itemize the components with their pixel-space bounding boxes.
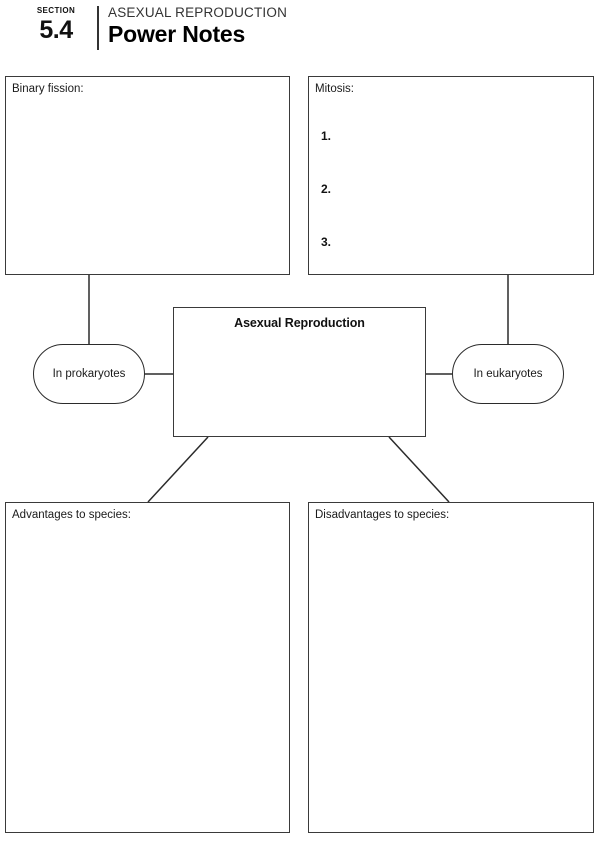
eukaryotes-oval[interactable]: In eukaryotes [452, 344, 564, 404]
binary-fission-box[interactable]: Binary fission: [5, 76, 290, 275]
center-box-title: Asexual Reproduction [234, 316, 365, 330]
connector-center-to-disadvantages [388, 436, 450, 503]
prokaryotes-label: In prokaryotes [52, 368, 126, 380]
mitosis-item-2: 2. [321, 182, 332, 196]
chapter-kicker: ASEXUAL REPRODUCTION [108, 5, 288, 20]
mitosis-label: Mitosis: [315, 83, 354, 95]
asexual-reproduction-center-box[interactable]: Asexual Reproduction [173, 307, 426, 437]
title-block: ASEXUAL REPRODUCTION Power Notes [108, 5, 287, 48]
prokaryotes-oval[interactable]: In prokaryotes [33, 344, 145, 404]
connector-center-to-advantages [147, 436, 209, 503]
section-number-label: 5.4 [39, 16, 73, 44]
page-title: Power Notes [108, 21, 246, 47]
eukaryotes-label: In eukaryotes [473, 368, 543, 380]
section-word-label: SECTION [36, 6, 76, 15]
mitosis-item-1: 1. [321, 129, 332, 143]
section-identifier: SECTION 5.4 [22, 6, 90, 44]
advantages-box[interactable]: Advantages to species: [5, 502, 290, 833]
mitosis-box[interactable]: Mitosis: 1. 2. 3. [308, 76, 594, 275]
binary-fission-label: Binary fission: [12, 83, 84, 95]
advantages-label: Advantages to species: [12, 509, 131, 521]
disadvantages-label: Disadvantages to species: [315, 509, 450, 521]
page-header: SECTION 5.4 ASEXUAL REPRODUCTION Power N… [0, 0, 604, 58]
mitosis-item-3: 3. [321, 235, 332, 249]
header-divider-rule [97, 6, 99, 50]
disadvantages-box[interactable]: Disadvantages to species: [308, 502, 594, 833]
